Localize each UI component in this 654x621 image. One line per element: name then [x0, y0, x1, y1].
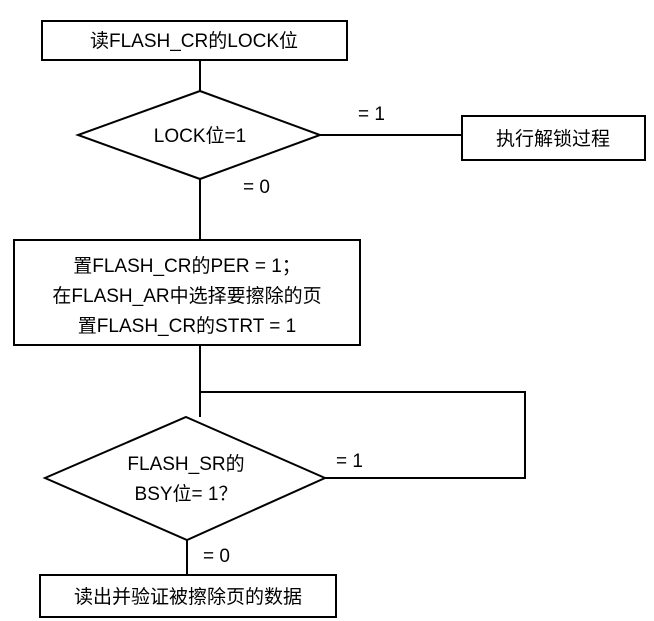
- node-read-lock: 读FLASH_CR的LOCK位: [41, 20, 348, 61]
- node-verify: 读出并验证被擦除页的数据: [39, 574, 337, 618]
- node-label-line-3: 置FLASH_CR的STRT = 1: [78, 315, 296, 337]
- node-label: 读出并验证被擦除页的数据: [74, 586, 302, 608]
- edge-label-lock-yes: = 1: [358, 104, 385, 125]
- process-box: [39, 574, 337, 618]
- edge-label-busy-no: = 0: [203, 546, 230, 567]
- node-label: LOCK位=1: [154, 125, 246, 147]
- edge-busy-yes-loop: [200, 391, 526, 479]
- process-box: [461, 115, 646, 161]
- node-setup-erase: 置FLASH_CR的PER = 1； 在FLASH_AR中选择要擦除的页 置FL…: [13, 239, 361, 346]
- edge-label-busy-yes: = 1: [336, 451, 363, 472]
- edge-label-lock-no: = 0: [243, 177, 270, 198]
- node-label-line-1: FLASH_SR的: [127, 453, 244, 475]
- node-label-line-2: 在FLASH_AR中选择要擦除的页: [52, 285, 321, 307]
- process-box: [41, 20, 348, 61]
- node-label-line-1: 置FLASH_CR的PER = 1；: [73, 255, 301, 277]
- node-unlock: 执行解锁过程: [461, 115, 646, 161]
- decision-diamond: [75, 89, 323, 181]
- node-label-line-2: BSY位= 1？: [135, 483, 238, 505]
- node-label: 读FLASH_CR的LOCK位: [90, 30, 298, 52]
- node-lock-check: LOCK位=1: [75, 89, 323, 181]
- node-label: 执行解锁过程: [496, 128, 610, 150]
- decision-diamond: [42, 415, 328, 542]
- node-busy-check: FLASH_SR的 BSY位= 1？: [42, 415, 328, 542]
- process-box: [13, 239, 361, 346]
